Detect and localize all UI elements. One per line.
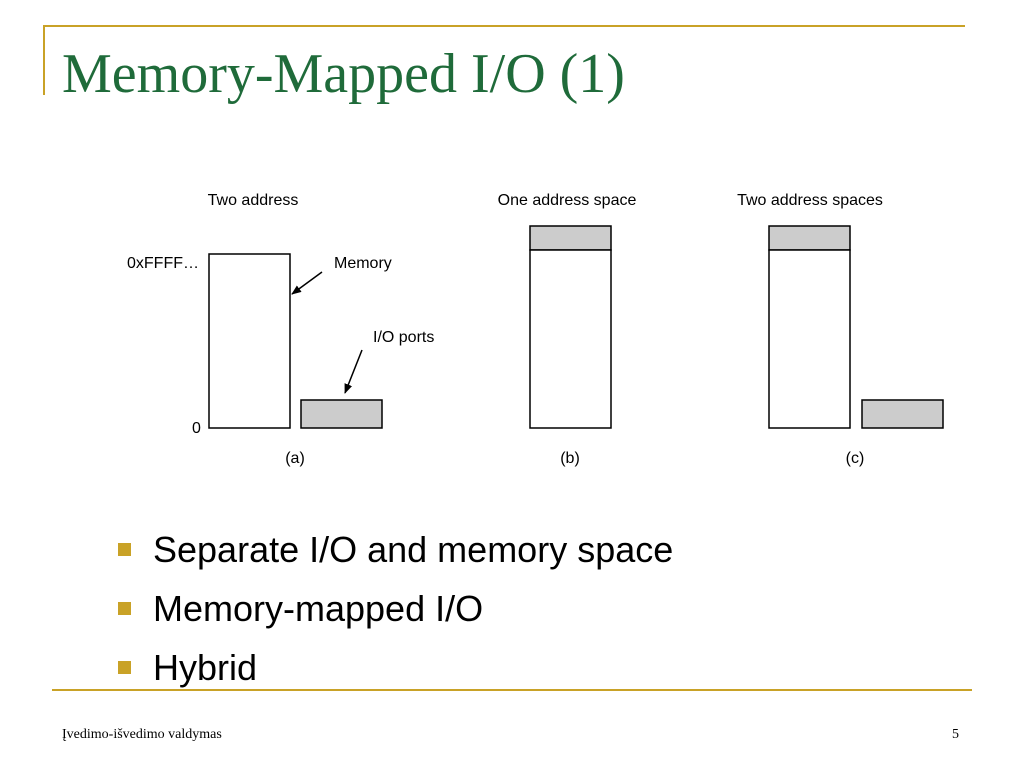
panel-a-memory-arrow: [291, 271, 323, 295]
panel-a-io-ports-arrow: [344, 349, 363, 394]
panel-b-io-region: [529, 225, 612, 251]
bullet-list: Separate I/O and memory space Memory-map…: [118, 524, 673, 701]
panel-b-heading: One address space: [498, 192, 637, 209]
panel-a-heading: Two address: [208, 192, 299, 209]
square-bullet-icon: [118, 543, 131, 556]
bullet-item: Separate I/O and memory space: [118, 524, 673, 583]
panel-c-mapped-io-region: [768, 225, 851, 251]
panel-c-caption: (c): [846, 450, 865, 467]
panel-b-caption: (b): [560, 450, 580, 467]
panel-a-bottom-address-label: 0: [192, 420, 201, 437]
panel-c-io-ports-block: [861, 399, 944, 429]
bullet-text: Memory-mapped I/O: [153, 588, 484, 629]
bullet-text: Hybrid: [153, 647, 258, 688]
footer-text: Įvedimo-išvedimo valdymas: [62, 727, 222, 742]
slide-title: Memory-Mapped I/O (1): [62, 43, 625, 105]
left-frame-rule: [43, 25, 45, 95]
bullet-item: Hybrid: [118, 642, 673, 701]
panel-c-heading: Two address spaces: [737, 192, 883, 209]
panel-c-memory-region: [768, 249, 851, 429]
page-number: 5: [952, 727, 959, 742]
panel-a-caption: (a): [285, 450, 305, 467]
square-bullet-icon: [118, 661, 131, 674]
panel-a-io-ports-block: [300, 399, 383, 429]
panel-a-io-ports-label: I/O ports: [373, 329, 434, 346]
square-bullet-icon: [118, 602, 131, 615]
bullet-item: Memory-mapped I/O: [118, 583, 673, 642]
footer-rule: [52, 689, 972, 691]
panel-a-top-address-label: 0xFFFF…: [127, 255, 199, 272]
top-frame-rule: [43, 25, 965, 27]
panel-a-memory-block: [208, 253, 291, 429]
bullet-text: Separate I/O and memory space: [153, 529, 674, 570]
panel-b-memory-region: [529, 249, 612, 429]
panel-a-memory-label: Memory: [334, 255, 392, 272]
